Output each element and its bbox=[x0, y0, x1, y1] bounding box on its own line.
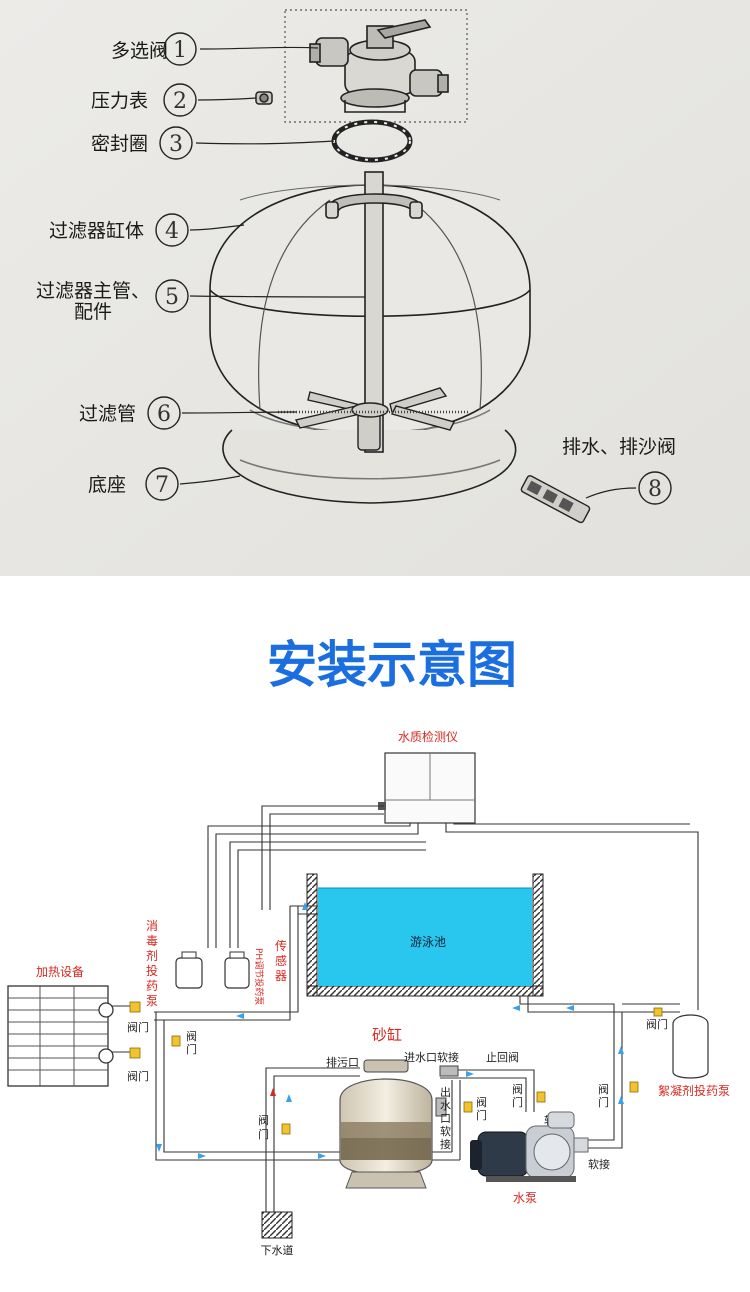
part-number-circle bbox=[147, 396, 181, 430]
pipes bbox=[108, 805, 699, 1212]
drain-flow-arrow bbox=[270, 1088, 276, 1096]
ph-pump-label: PH调节投药泵 bbox=[253, 948, 265, 1005]
part-number: 5 bbox=[165, 285, 179, 310]
part-label: 压力表 bbox=[91, 90, 148, 112]
valve-label-v: 阀 bbox=[258, 1113, 269, 1127]
tank-base bbox=[222, 429, 517, 504]
sensor-label: 传 感 器 bbox=[275, 938, 287, 983]
valve-label-v: 门 bbox=[476, 1108, 487, 1122]
valve-label-v: 阀 bbox=[476, 1095, 487, 1109]
floc-dosing-tank bbox=[672, 1014, 709, 1079]
section-title: 安装示意图 bbox=[267, 636, 517, 694]
check-valve-label: 止回阀 bbox=[486, 1050, 519, 1064]
outlet-hose-label-char: 水 bbox=[440, 1099, 451, 1112]
multiport-valve bbox=[309, 19, 449, 113]
valve-label-v: 门 bbox=[598, 1095, 609, 1109]
sensor-label-char: 器 bbox=[275, 969, 287, 983]
part-label: 排水、排沙阀 bbox=[562, 436, 676, 458]
disinfect-pump-label-char: 剂 bbox=[146, 948, 158, 963]
part-label: 多选阀 bbox=[111, 40, 168, 62]
part-number: 3 bbox=[169, 132, 183, 157]
exploded-view: 多选阀 1 压力表 2 密封圈 3 过滤器缸体 4 过滤器主管、 配件 5 过滤… bbox=[0, 0, 750, 576]
part-label: 过滤管 bbox=[79, 403, 136, 425]
sewer-label: 下水道 bbox=[261, 1243, 294, 1257]
part-label: 过滤器主管、 bbox=[36, 280, 150, 302]
part-number: 8 bbox=[648, 477, 662, 502]
drain-port-label: 排污口 bbox=[326, 1055, 359, 1069]
part-label: 底座 bbox=[88, 474, 126, 496]
valve-label-v: 阀 bbox=[512, 1082, 523, 1096]
heater bbox=[7, 985, 114, 1087]
part-number: 7 bbox=[155, 473, 169, 498]
floc-pump-label: 絮凝剂投药泵 bbox=[658, 1083, 730, 1098]
water-pump bbox=[470, 1111, 589, 1182]
main-pipe bbox=[325, 171, 423, 453]
valve-label-v: 阀 bbox=[598, 1082, 609, 1096]
outlet-hose-label-char: 口 bbox=[440, 1112, 451, 1125]
pool-label: 游泳池 bbox=[410, 935, 446, 949]
valve-label-v: 阀 bbox=[186, 1029, 197, 1043]
water-monitor bbox=[378, 752, 476, 824]
outlet-hose-label-char: 接 bbox=[440, 1138, 451, 1151]
disinfect-pump-label-char: 泵 bbox=[146, 994, 158, 1008]
part-number-circle bbox=[155, 279, 189, 313]
part-number-circle bbox=[163, 32, 197, 66]
part-number-circle bbox=[145, 467, 179, 501]
valve-label: 阀门 bbox=[127, 1020, 149, 1034]
leader-lines bbox=[179, 46, 637, 499]
part-number-circle bbox=[159, 126, 193, 160]
part-number: 6 bbox=[157, 402, 171, 427]
disinfect-pump-label-char: 药 bbox=[146, 979, 158, 993]
disinfect-pump-label-char: 毒 bbox=[146, 934, 158, 948]
hose-label: 软接 bbox=[588, 1157, 610, 1171]
swimming-pool bbox=[306, 873, 544, 997]
valve-label-v: 门 bbox=[258, 1127, 269, 1141]
part-number: 2 bbox=[173, 89, 187, 114]
part-number-circle bbox=[163, 83, 197, 117]
water-monitor-label: 水质检测仪 bbox=[398, 729, 458, 744]
sensor-label-char: 感 bbox=[275, 953, 287, 968]
sensor-label-char: 传 bbox=[275, 938, 287, 953]
inlet-hose-label: 进水口软接 bbox=[404, 1050, 459, 1064]
drain-valve bbox=[520, 475, 591, 524]
water-pump-label: 水泵 bbox=[513, 1191, 537, 1205]
part-number: 4 bbox=[165, 219, 179, 244]
outlet-hose-label-char: 出 bbox=[440, 1085, 451, 1099]
heater-label: 加热设备 bbox=[36, 965, 84, 979]
valve-icons bbox=[129, 1001, 663, 1135]
valve-labels: 阀门 阀门 阀 门 阀 门 阀 门 阀 门 阀 门 阀门 bbox=[127, 1017, 668, 1141]
part-label: 密封圈 bbox=[91, 133, 148, 155]
part-list: 多选阀 1 压力表 2 密封圈 3 过滤器缸体 4 过滤器主管、 配件 5 过滤… bbox=[36, 32, 676, 505]
disinfect-pump-label-char: 消 bbox=[146, 919, 158, 933]
part-label-line2: 配件 bbox=[74, 301, 112, 323]
part-label: 过滤器缸体 bbox=[49, 220, 144, 242]
disinfect-dosing-tank bbox=[175, 951, 203, 989]
valve-label-v: 门 bbox=[512, 1095, 523, 1109]
outlet-hose-label-char: 软 bbox=[440, 1124, 451, 1138]
sewer bbox=[261, 1211, 293, 1239]
disinfect-pump-label: 消 毒 剂 投 药 泵 bbox=[146, 919, 158, 1008]
valve-label-v: 门 bbox=[186, 1042, 197, 1056]
valve-label: 阀门 bbox=[127, 1069, 149, 1083]
sand-tank bbox=[339, 1059, 459, 1189]
installation-diagram: 水质检测仪 游泳池 bbox=[7, 729, 730, 1257]
part-number: 1 bbox=[173, 38, 187, 63]
pressure-gauge bbox=[255, 91, 273, 105]
outlet-hose-label: 出 水 口 软 接 bbox=[440, 1085, 451, 1151]
disinfect-pump-label-char: 投 bbox=[146, 963, 158, 978]
sand-tank-label: 砂缸 bbox=[372, 1026, 402, 1044]
valve-label: 阀门 bbox=[646, 1017, 668, 1031]
part-number-circle bbox=[155, 213, 189, 247]
part-number-circle bbox=[638, 471, 672, 505]
ph-dosing-tank bbox=[224, 951, 250, 989]
